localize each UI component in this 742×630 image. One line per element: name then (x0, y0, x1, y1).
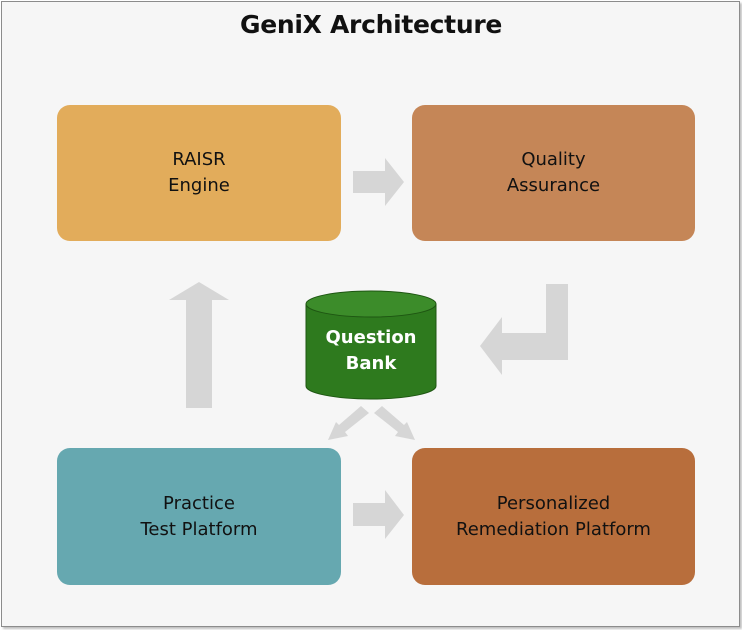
quality-assurance-box: Quality Assurance (412, 105, 695, 241)
remediation-platform-box: Personalized Remediation Platform (412, 448, 695, 585)
raisr-engine-box: RAISR Engine (57, 105, 341, 241)
arrow-practice-to-raisr (169, 282, 229, 408)
database-cylinder (305, 290, 437, 400)
diagram-title: GeniX Architecture (239, 10, 503, 39)
arrow-quality-to-question-bank (480, 284, 568, 375)
practice-test-label-line1: Practice (163, 492, 235, 514)
practice-test-label-line2: Test Platform (140, 518, 258, 540)
arrow-question-bank-to-practice (328, 406, 369, 440)
arrow-question-bank-to-remediation (374, 406, 415, 440)
quality-assurance-label-line2: Assurance (506, 175, 601, 196)
question-bank-label-line2: Bank (345, 353, 397, 374)
raisr-engine-label-line1: RAISR (172, 149, 226, 170)
remediation-label-line2: Remediation Platform (456, 518, 651, 540)
remediation-label-line1: Personalized (496, 492, 611, 514)
question-bank-label-line1: Question (325, 327, 417, 348)
raisr-engine-label-line2: Engine (168, 175, 230, 196)
question-bank-label: Question Bank (306, 325, 436, 377)
practice-test-platform-box: Practice Test Platform (57, 448, 341, 585)
arrow-raisr-to-quality (353, 158, 404, 206)
arrow-practice-to-remediation (353, 490, 404, 539)
quality-assurance-label-line1: Quality (521, 149, 586, 170)
